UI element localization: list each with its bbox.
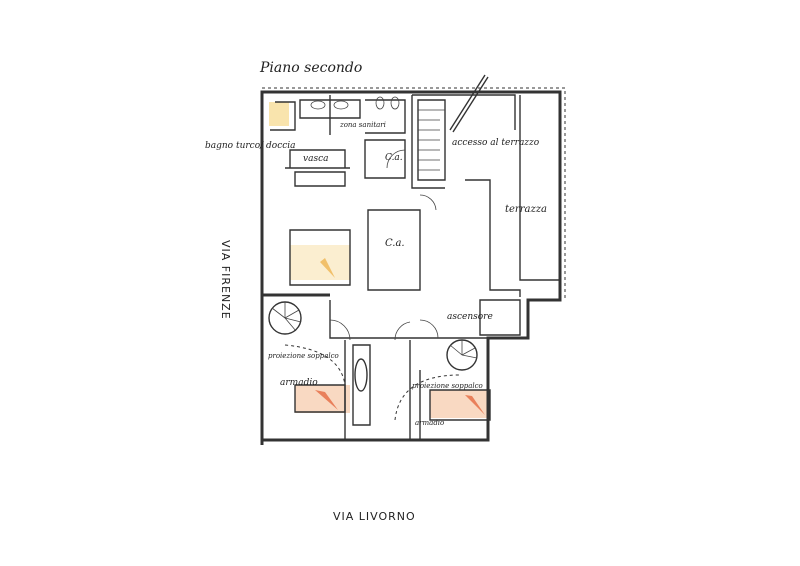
- spiral-stair-right: [446, 339, 478, 371]
- label-sanitary-zone: zona sanitari: [339, 121, 386, 129]
- label-wardrobe-right: armadio: [415, 419, 444, 427]
- spiral-stair-left: [268, 301, 302, 335]
- bed-icon-right: [465, 395, 485, 415]
- label-mezzanine-right: proiezione soppalco: [412, 382, 483, 390]
- mezzanine-projection-right: [394, 374, 461, 421]
- label-wardrobe-left: armadio: [280, 378, 318, 388]
- bed-fill-right: [430, 390, 490, 418]
- street-south: VIA LIVORNO: [333, 510, 416, 523]
- mezzanine-projection-left: [284, 344, 346, 386]
- bed-icon-main: [320, 258, 335, 278]
- label-terrace-access: accesso al terrazzo: [452, 138, 540, 148]
- label-bath-turkish: bagno turco/ doccia: [205, 141, 296, 151]
- bed-fill-left: [295, 385, 350, 413]
- street-west: VIA FIRENZE: [219, 240, 232, 320]
- label-closet-1: C.a.: [385, 153, 403, 163]
- label-closet-2: C.a.: [385, 238, 405, 249]
- doors: [329, 149, 439, 341]
- bed-icon-left: [315, 390, 338, 410]
- bath-fill: [269, 102, 289, 126]
- outer-walls: [260, 87, 566, 445]
- label-mezzanine-left: proiezione soppalco: [268, 352, 339, 360]
- label-terrace: terrazza: [505, 204, 547, 215]
- label-tub: vasca: [303, 154, 328, 164]
- plan-title: Piano secondo: [259, 60, 362, 76]
- interior-walls: [261, 74, 560, 440]
- bed-fill-main: [290, 245, 350, 280]
- label-elevator: ascensore: [447, 312, 493, 322]
